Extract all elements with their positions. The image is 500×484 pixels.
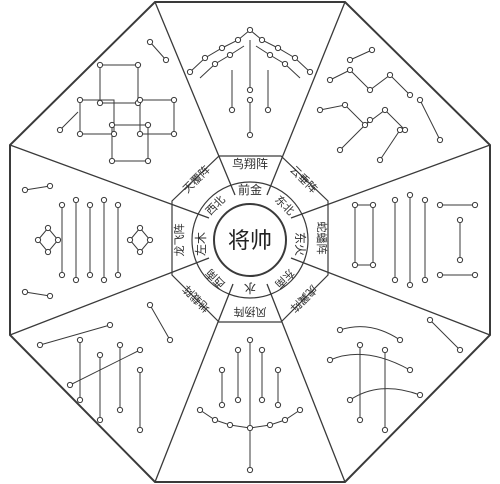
inner-label-se: 东南 (272, 266, 297, 291)
outer-label-sw: 地载阵 (180, 282, 213, 315)
sector-dividers (9, 1, 491, 483)
center-circle (213, 203, 287, 277)
formation-west (21, 182, 154, 300)
formation-east (351, 191, 479, 289)
inner-label-ring (191, 181, 309, 299)
inner-label-s: 水 (244, 281, 256, 295)
formation-southeast (326, 316, 464, 434)
inner-label-w: 左木 (193, 232, 208, 256)
outer-label-nw: 天覆阵 (180, 163, 213, 196)
formation-southwest (36, 301, 174, 434)
outer-label-e: 蛇蟠阵 (315, 222, 329, 255)
outer-label-w: 龙飞阵 (172, 224, 186, 257)
formation-north (186, 26, 314, 139)
outer-label-s: 风扬阵 (234, 305, 267, 319)
outer-label-n: 鸟翔阵 (232, 156, 268, 171)
center-label: 将帅 (228, 229, 272, 254)
formation-northeast (316, 46, 444, 164)
inner-label-e: 东火 (293, 232, 307, 256)
outer-label-ring (171, 155, 329, 323)
inner-label-sw: 西南 (203, 266, 228, 291)
inner-label-n: 前金 (238, 182, 262, 197)
outer-label-ne: 云垂阵 (287, 163, 320, 196)
formation-south (196, 336, 304, 474)
outer-label-se: 虎翼阵 (287, 282, 320, 315)
formation-northwest (56, 38, 178, 165)
